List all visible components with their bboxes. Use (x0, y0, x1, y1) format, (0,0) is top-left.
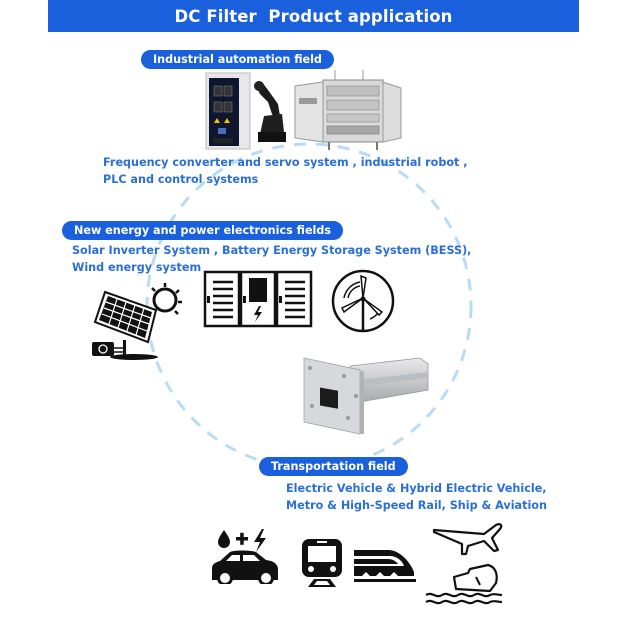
description-line: Solar Inverter System , Battery Energy S… (72, 244, 472, 257)
description-line: Electric Vehicle & Hybrid Electric Vehic… (286, 482, 547, 495)
section-label-new-energy: New energy and power electronics fields (62, 221, 344, 240)
section-description-transportation: Electric Vehicle & Hybrid Electric Vehic… (286, 481, 547, 514)
high-speed-train-icon (354, 550, 416, 582)
page-title: DC Filter Product application (174, 6, 453, 26)
description-line: Wind energy system (72, 260, 202, 274)
servo-drive-image (205, 72, 251, 150)
description-line: Frequency converter and servo system , i… (103, 156, 468, 169)
industrial-robot-image (254, 81, 286, 142)
section-description-new-energy: Solar Inverter System , Battery Energy S… (72, 243, 471, 276)
section-label-industrial: Industrial automation field (141, 50, 334, 69)
section-label-transportation: Transportation field (259, 457, 408, 476)
description-line: Metro & High-Speed Rail, Ship & Aviation (286, 498, 547, 512)
hybrid-car-icon (212, 529, 278, 584)
ship-icon (425, 563, 503, 605)
section-label-text: Industrial automation field (153, 53, 322, 66)
section-label-text: New energy and power electronics fields (74, 224, 332, 237)
dc-filter-product-image (303, 357, 429, 435)
metro-train-icon (302, 539, 342, 587)
airplane-icon (432, 523, 503, 556)
battery-storage-cabinet-icon (203, 270, 313, 328)
section-description-industrial: Frequency converter and servo system , i… (103, 155, 468, 188)
wind-turbine-icon (331, 269, 395, 333)
section-label-text: Transportation field (271, 460, 396, 473)
description-line: PLC and control systems (103, 172, 259, 186)
control-cabinet-image (294, 70, 402, 150)
solar-panel-icon (92, 283, 182, 360)
page-title-banner: DC Filter Product application (48, 0, 579, 32)
